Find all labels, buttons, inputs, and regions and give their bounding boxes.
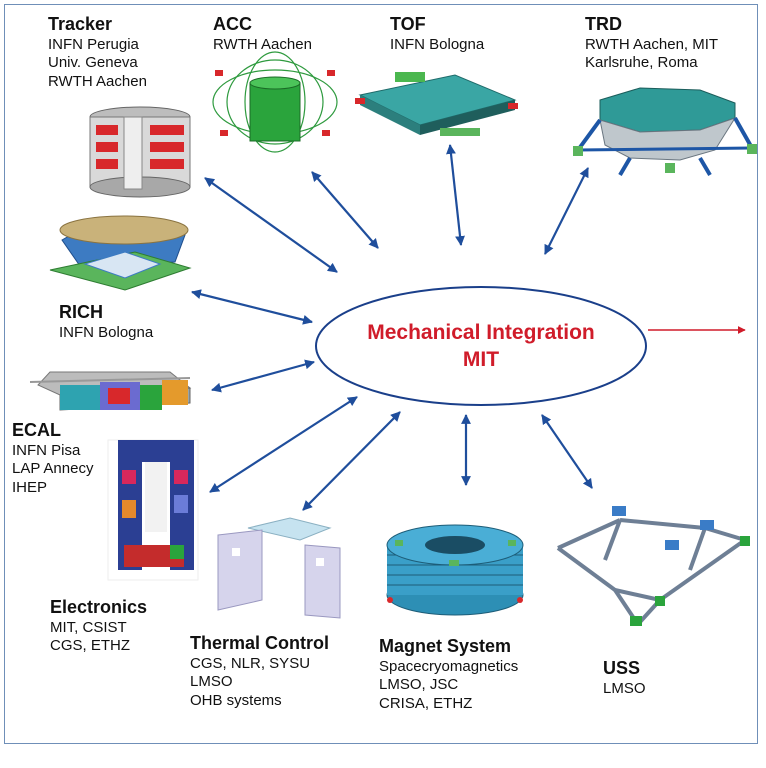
arrow-rich <box>191 289 313 325</box>
rich-title: RICH <box>59 302 103 322</box>
acc-line: RWTH Aachen <box>213 35 312 53</box>
arrow-uss <box>541 414 593 489</box>
label-tof: TOF INFN Bologna <box>390 14 484 54</box>
arrow-tof <box>446 144 465 246</box>
magnet-line: LMSO, JSC <box>379 676 459 694</box>
arrow-acc <box>311 171 379 249</box>
label-acc: ACC RWTH Aachen <box>213 14 312 54</box>
center-title: Mechanical Integration <box>367 320 595 344</box>
uss-illustration <box>556 518 747 624</box>
thermal-line: CGS, NLR, SYSU <box>190 654 311 672</box>
magnet-line: Spacecryomagnetics <box>379 657 519 675</box>
uss-line: LMSO <box>603 679 646 697</box>
center-subtitle: MIT <box>462 348 500 371</box>
tof-illustration <box>355 72 518 136</box>
tracker-line: INFN Perugia <box>48 35 139 53</box>
label-uss: USS LMSO <box>603 658 646 698</box>
ecal-line: INFN Pisa <box>12 441 81 459</box>
ecal-line: LAP Annecy <box>12 460 94 478</box>
rich-illustration <box>49 215 192 291</box>
arrow-ecal <box>211 359 315 393</box>
ecal-title: ECAL <box>12 420 61 440</box>
thermal-line: LMSO <box>190 673 233 691</box>
label-rich: RICH INFN Bologna <box>59 302 153 342</box>
tracker-line: RWTH Aachen <box>48 72 147 90</box>
arrow-trd <box>544 167 589 255</box>
arrow-tracker <box>204 177 338 273</box>
electronics-illustration <box>107 439 199 581</box>
uss-title: USS <box>603 658 641 678</box>
electronics-line: MIT, CSIST <box>50 618 127 636</box>
center-ellipse <box>315 286 647 406</box>
label-trd: TRD RWTH Aachen, MIT Karlsruhe, Roma <box>585 14 718 73</box>
diagram-frame <box>4 4 758 744</box>
center-label: Mechanical Integration MIT <box>316 287 646 405</box>
thermal-illustration <box>217 517 341 619</box>
trd-line: RWTH Aachen, MIT <box>585 35 719 53</box>
magnet-illustration <box>386 524 524 616</box>
electronics-title: Electronics <box>50 597 148 617</box>
arrow-thermal <box>302 411 401 511</box>
tof-title: TOF <box>390 14 426 34</box>
label-thermal: Thermal Control CGS, NLR, SYSU LMSO OHB … <box>190 633 329 710</box>
electronics-line: CGS, ETHZ <box>50 637 131 655</box>
label-magnet: Magnet System Spacecryomagnetics LMSO, J… <box>379 636 518 713</box>
magnet-line: CRISA, ETHZ <box>379 694 473 712</box>
acc-title: ACC <box>213 14 252 34</box>
uss-joints <box>612 506 750 626</box>
trd-title: TRD <box>585 14 622 34</box>
label-ecal: ECAL INFN Pisa LAP Annecy IHEP <box>12 420 93 497</box>
rich-line: INFN Bologna <box>59 323 154 341</box>
trd-illustration <box>573 87 757 177</box>
tracker-illustration <box>89 106 191 198</box>
tof-line: INFN Bologna <box>390 35 485 53</box>
acc-illustration <box>212 51 338 153</box>
trd-line: Karlsruhe, Roma <box>585 54 698 72</box>
tracker-line: Univ. Geneva <box>48 54 138 72</box>
label-tracker: Tracker INFN Perugia Univ. Geneva RWTH A… <box>48 14 147 91</box>
thermal-title: Thermal Control <box>190 633 330 653</box>
ecal-line: IHEP <box>12 478 48 496</box>
label-electronics: Electronics MIT, CSIST CGS, ETHZ <box>50 597 147 656</box>
ecal-illustration <box>29 371 192 411</box>
magnet-title: Magnet System <box>379 636 512 656</box>
tracker-title: Tracker <box>48 14 113 34</box>
thermal-line: OHB systems <box>190 691 282 709</box>
